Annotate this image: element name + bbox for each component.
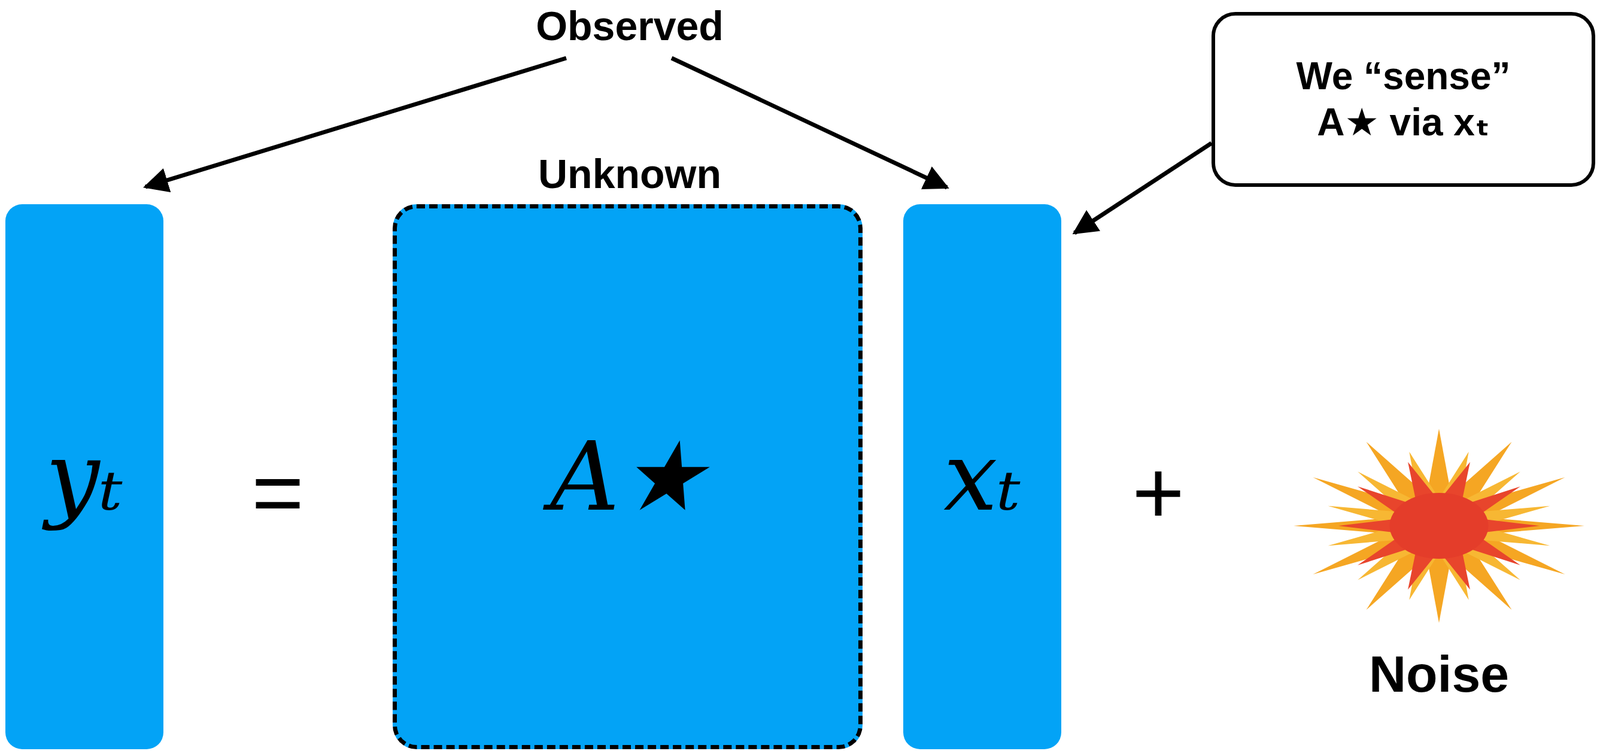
leader-arrow bbox=[145, 58, 567, 187]
equals-sign: = bbox=[251, 447, 305, 537]
plus-sign: + bbox=[1131, 447, 1185, 537]
noise-label: Noise bbox=[1368, 647, 1510, 700]
observed-label: Observed bbox=[535, 5, 724, 47]
node-text: yₜ bbox=[45, 419, 124, 534]
node-text: xₜ bbox=[943, 419, 1022, 534]
unknown-label: Unknown bbox=[538, 153, 722, 194]
noise-burst bbox=[1293, 428, 1585, 623]
node-text: We “sense” A★ via xₜ bbox=[1268, 53, 1539, 146]
callout-arrow bbox=[1074, 143, 1212, 233]
matrix-box: A★ bbox=[392, 204, 863, 749]
node-text: A★ bbox=[550, 419, 706, 534]
vector-box: yₜ bbox=[5, 204, 164, 749]
callout-box: We “sense” A★ via xₜ bbox=[1211, 11, 1596, 187]
vector-box: xₜ bbox=[903, 204, 1062, 749]
